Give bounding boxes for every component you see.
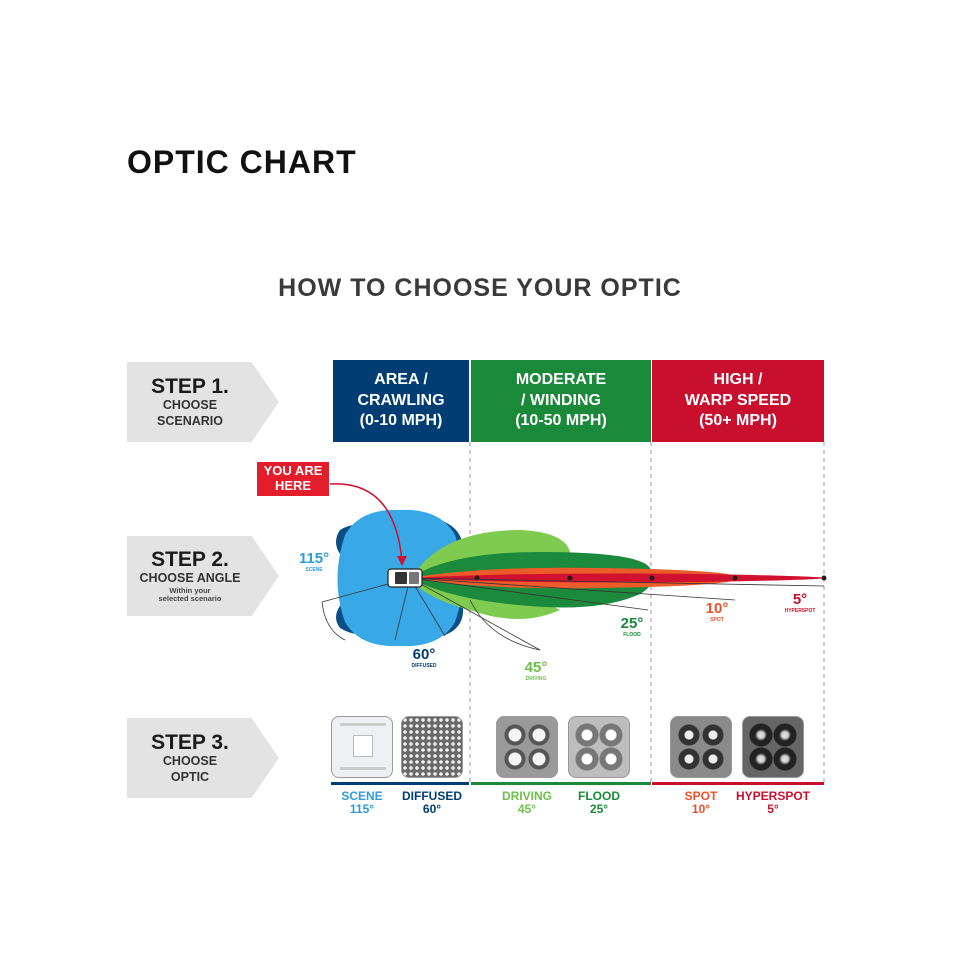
underline-red xyxy=(652,782,824,785)
scene-angle-arc xyxy=(321,601,346,641)
scene-lens-top-bar xyxy=(340,723,386,726)
optic-label-flood: FLOOD 25° xyxy=(554,789,644,817)
angle-hyperspot-value: 5° xyxy=(792,591,808,608)
marker-dot xyxy=(474,575,480,581)
scene-lens-center-icon xyxy=(353,735,373,757)
optic-driving-angle: 45° xyxy=(517,802,537,817)
scenario-moderate-line2: / WINDING xyxy=(521,391,601,409)
step-1-title: STEP 1. xyxy=(151,374,229,398)
angle-label-flood: 25° FLOOD xyxy=(614,615,650,638)
angle-driving-value: 45° xyxy=(524,659,548,676)
angle-label-diffused: 60° DIFFUSED xyxy=(403,646,445,669)
angle-driving-name: DRIVING xyxy=(525,676,547,682)
angle-diffused-value: 60° xyxy=(412,646,436,663)
scenario-high-line2: WARP SPEED xyxy=(684,391,792,409)
step-3-title: STEP 3. xyxy=(151,730,229,754)
page-title: OPTIC CHART xyxy=(127,144,357,180)
angle-spot-name: SPOT xyxy=(710,617,724,623)
you-are-here-line1: YOU ARE xyxy=(263,463,323,478)
optic-driving-name: DRIVING xyxy=(501,789,552,803)
page-subtitle: HOW TO CHOOSE YOUR OPTIC xyxy=(278,274,682,302)
driving-angle-arc xyxy=(469,599,541,651)
marker-dot xyxy=(567,575,573,581)
marker-dot xyxy=(821,575,827,581)
you-are-here-line2: HERE xyxy=(274,477,312,493)
optic-scene-thumbnail[interactable] xyxy=(331,716,393,778)
scenario-moderate-line3: (10-50 MPH) xyxy=(515,412,607,430)
marker-dot xyxy=(732,575,738,581)
optic-scene-name: SCENE xyxy=(341,789,383,803)
optic-spot-thumbnail[interactable] xyxy=(670,716,732,778)
optic-label-diffused: DIFFUSED 60° xyxy=(387,789,477,817)
vehicle-icon xyxy=(387,568,423,588)
scenario-moderate-winding[interactable]: MODERATE / WINDING (10-50 MPH) xyxy=(471,360,651,442)
step-3-line2: OPTIC xyxy=(170,769,210,784)
optic-label-driving: DRIVING 45° xyxy=(482,789,572,817)
diffused-angle-line-b xyxy=(409,577,446,637)
driving-angle-line xyxy=(409,577,541,651)
optic-hyperspot-angle: 5° xyxy=(767,802,779,817)
underline-green xyxy=(471,782,651,785)
scenario-area-crawling[interactable]: AREA / CRAWLING (0-10 MPH) xyxy=(333,360,469,442)
angle-label-spot: 10° SPOT xyxy=(700,600,734,623)
step-2-title: STEP 2. xyxy=(151,548,229,572)
angle-flood-value: 25° xyxy=(620,615,644,632)
angle-label-driving: 45° DRIVING xyxy=(516,659,556,682)
scenario-area-line2: CRAWLING xyxy=(357,391,445,409)
optic-diffused-name: DIFFUSED xyxy=(402,789,462,803)
angle-label-hyperspot: 5° HYPERSPOT xyxy=(774,591,826,614)
angle-spot-value: 10° xyxy=(705,600,729,617)
optic-label-spot: SPOT 10° xyxy=(656,789,746,817)
optic-diffused-thumbnail[interactable] xyxy=(401,716,463,778)
scenario-high-line3: (50+ MPH) xyxy=(699,412,777,430)
you-are-here-arrowhead-icon xyxy=(397,556,407,566)
scenario-area-line3: (0-10 MPH) xyxy=(359,412,443,430)
scene-lens-bottom-bar xyxy=(340,767,386,770)
optic-label-hyperspot: HYPERSPOT 5° xyxy=(728,789,818,817)
scenario-high-line1: HIGH / xyxy=(713,370,763,388)
angle-guide-lines xyxy=(321,577,825,651)
step-1-arrow: STEP 1. CHOOSE SCENARIO xyxy=(127,362,279,442)
optic-spot-angle: 10° xyxy=(691,802,711,817)
hyperspot-angle-line xyxy=(409,577,825,587)
optic-label-scene: SCENE 115° xyxy=(317,789,407,817)
underline-blue xyxy=(331,782,469,785)
column-dividers xyxy=(469,442,825,786)
angle-label-scene: 115° SCENE xyxy=(296,550,332,573)
optic-hyperspot-thumbnail[interactable] xyxy=(742,716,804,778)
step-2-note2: selected scenario xyxy=(158,594,222,604)
optic-spot-name: SPOT xyxy=(684,789,718,803)
optic-flood-thumbnail[interactable] xyxy=(568,716,630,778)
scenario-moderate-line1: MODERATE xyxy=(515,370,607,388)
angle-diffused-name: DIFFUSED xyxy=(411,663,437,669)
step-1-line1: CHOOSE xyxy=(162,397,218,412)
marker-dot xyxy=(649,575,655,581)
flood-angle-line xyxy=(409,577,649,611)
spot-angle-line xyxy=(409,577,736,601)
scenario-area-line1: AREA / xyxy=(374,370,428,388)
step-2-note1: Within your xyxy=(169,586,211,596)
optic-driving-thumbnail[interactable] xyxy=(496,716,558,778)
step-3-arrow: STEP 3. CHOOSE OPTIC xyxy=(127,718,279,798)
you-are-here-badge: YOU ARE HERE xyxy=(257,462,329,496)
diffused-angle-line-a xyxy=(394,577,411,641)
optic-diffused-angle: 60° xyxy=(422,802,442,817)
angle-hyperspot-name: HYPERSPOT xyxy=(784,608,816,614)
step-3-line1: CHOOSE xyxy=(162,753,218,768)
scenario-high-warp-speed[interactable]: HIGH / WARP SPEED (50+ MPH) xyxy=(652,360,824,442)
angle-scene-name: SCENE xyxy=(305,567,323,573)
optic-scene-angle: 115° xyxy=(349,802,375,817)
you-are-here-pointer-line xyxy=(329,483,403,563)
angle-scene-value: 115° xyxy=(298,550,330,567)
step-1-line2: SCENARIO xyxy=(157,413,223,428)
angle-flood-name: FLOOD xyxy=(623,632,641,638)
optic-hyperspot-name: HYPERSPOT xyxy=(735,789,810,803)
step-2-line1: CHOOSE ANGLE xyxy=(139,571,241,586)
optic-flood-angle: 25° xyxy=(589,802,609,817)
step-2-arrow: STEP 2. CHOOSE ANGLE Within your selecte… xyxy=(127,536,279,616)
optic-flood-name: FLOOD xyxy=(578,789,620,803)
